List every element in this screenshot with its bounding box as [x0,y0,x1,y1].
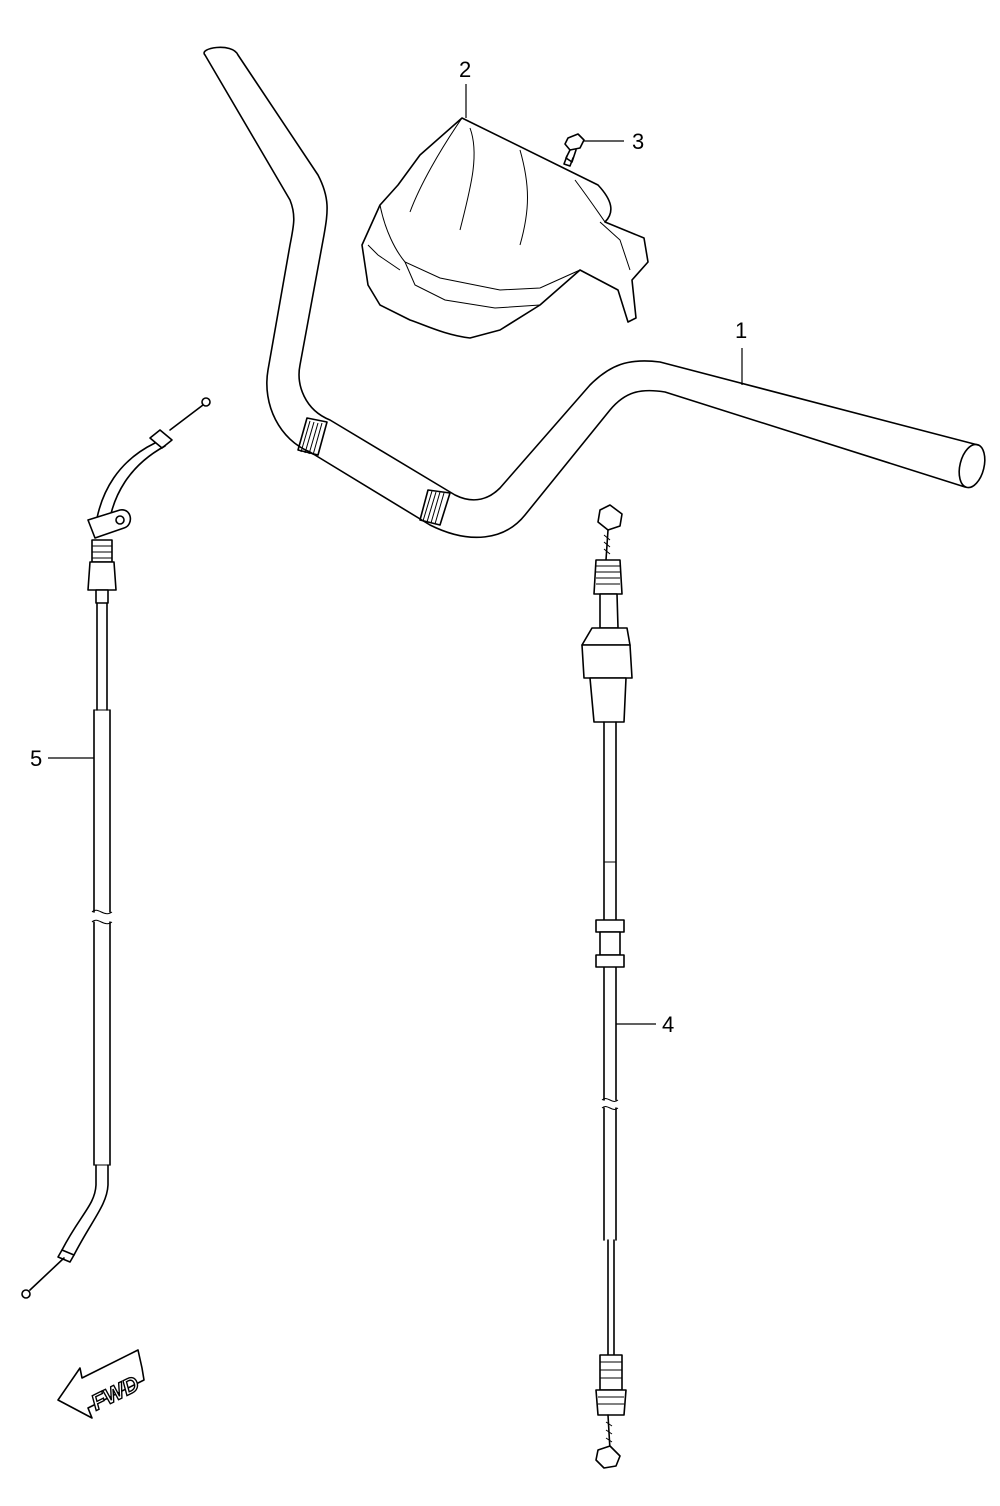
callout-label-5: 5 [30,746,42,771]
fwd-arrow-icon: FWD [57,1349,145,1419]
callout-label-1: 1 [735,318,747,343]
callout-2: 2 [459,57,471,118]
callout-1: 1 [735,318,747,385]
callout-5: 5 [30,746,94,771]
knurl-left [297,417,328,456]
bolt-part [563,133,585,167]
handlebar-part [203,46,986,539]
callout-label-3: 3 [632,129,644,154]
callout-label-2: 2 [459,57,471,82]
knurl-right [419,489,451,526]
callout-4: 4 [616,1012,674,1037]
visor-part [361,117,649,339]
cable-5-part [21,397,211,1299]
callout-3: 3 [584,129,644,154]
cable-4-part [581,504,633,1469]
callout-label-4: 4 [662,1012,674,1037]
